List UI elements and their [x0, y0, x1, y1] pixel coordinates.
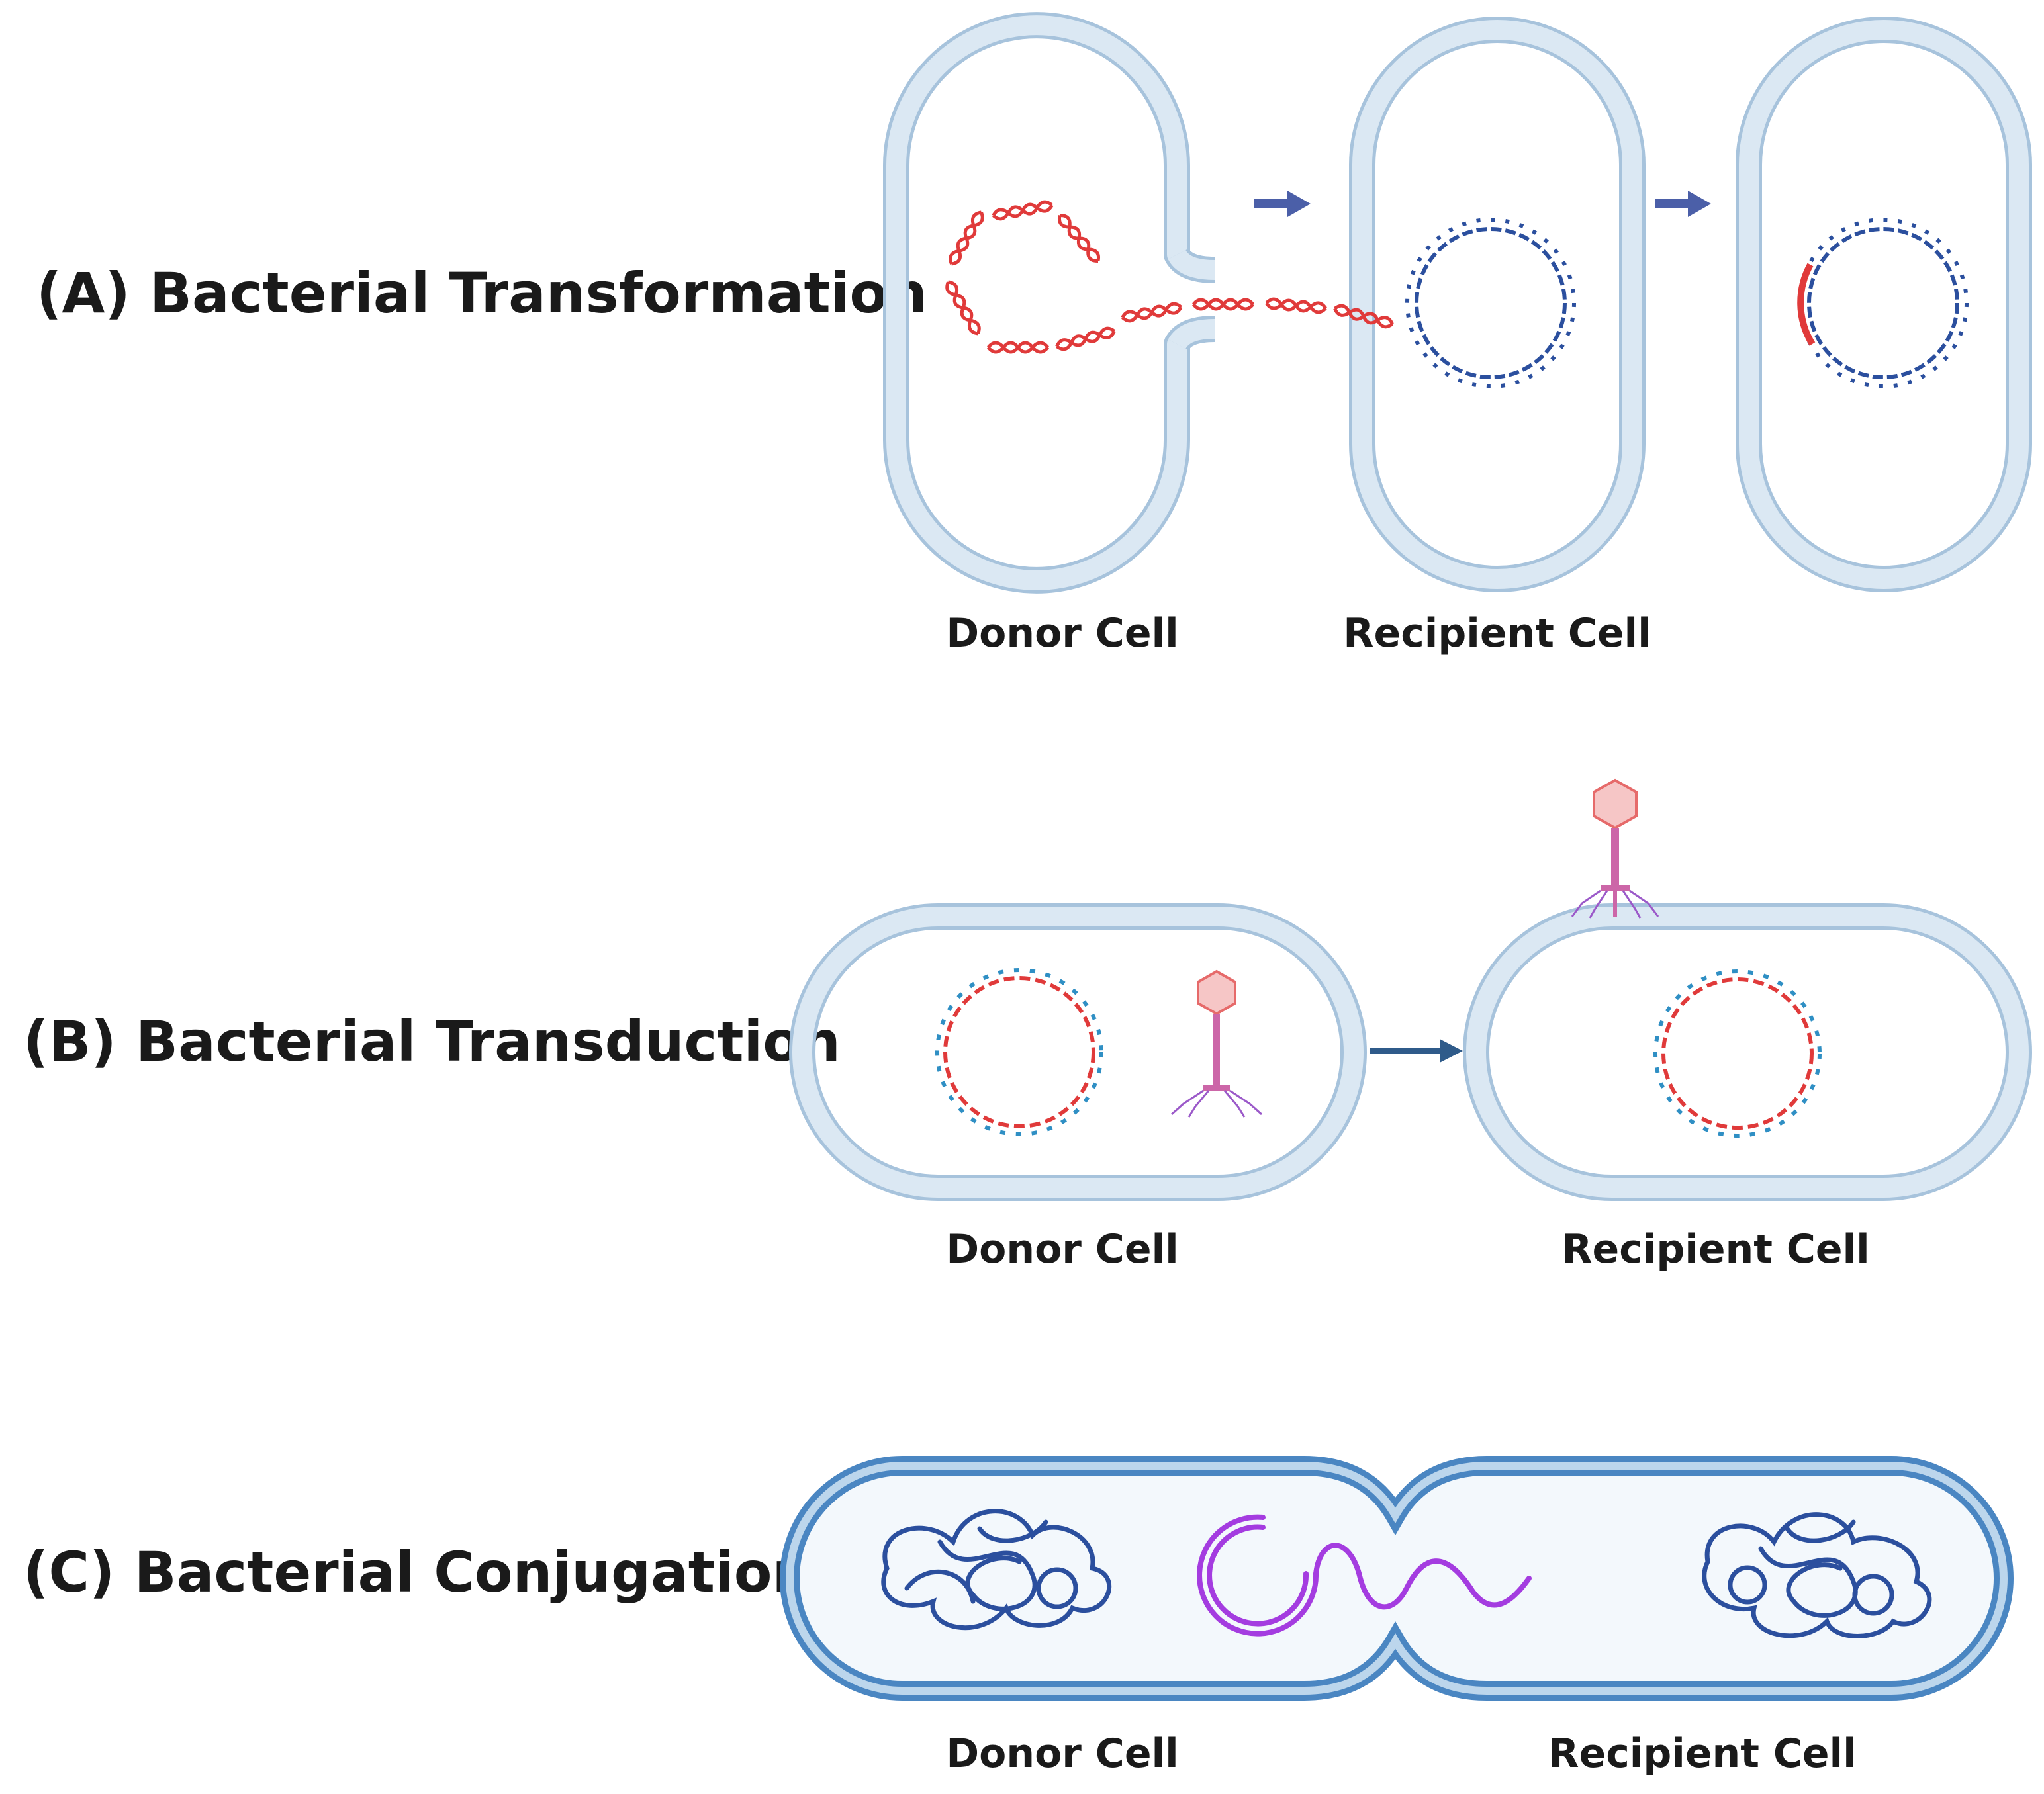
panel-transduction: (B) Bacterial Transduction — [23, 778, 2032, 1273]
donor-plasmid-b — [935, 968, 1103, 1136]
recipient-plasmid-b — [1653, 969, 1822, 1138]
label-recipient-cell-b: Recipient Cell — [1561, 1226, 1869, 1273]
recombined-chromosome — [1797, 218, 1969, 388]
panel-transformation: (A) Bacterial Transformation — [36, 17, 2032, 656]
panel-title-transformation: (A) Bacterial Transformation — [36, 261, 927, 326]
recipient-cell-a — [1349, 17, 1646, 592]
dna-helix-icon — [1333, 304, 1394, 329]
label-donor-cell-c: Donor Cell — [946, 1730, 1178, 1777]
bacteriophage-icon — [1171, 969, 1262, 1118]
dna-helix-icon — [1121, 302, 1183, 323]
dna-helix-icon — [945, 280, 981, 336]
recipient-cell-b — [1463, 903, 2032, 1201]
label-donor-cell-b: Donor Cell — [946, 1226, 1178, 1273]
panel-title-conjugation: (C) Bacterial Conjugation — [23, 1540, 812, 1605]
donor-chromosome-c — [881, 1509, 1112, 1631]
dna-helix-icon — [1058, 214, 1100, 263]
conjugative-plasmid — [1197, 1514, 1532, 1637]
arrow-right-icon — [1370, 1039, 1463, 1063]
transformed-cell-a — [1736, 17, 2032, 592]
donor-dna-fragments — [945, 200, 1394, 354]
dna-helix-icon — [1265, 297, 1327, 314]
arrow-right-icon — [1655, 191, 1711, 217]
panel-conjugation: (C) Bacterial Conjugation Donor — [23, 1456, 2014, 1777]
dna-helix-icon — [1055, 326, 1116, 351]
dna-helix-icon — [949, 210, 984, 266]
donor-cell-b — [789, 903, 1367, 1201]
panel-title-transduction: (B) Bacterial Transduction — [23, 1009, 841, 1074]
arrow-right-icon — [1254, 191, 1311, 217]
recipient-chromosome-a — [1405, 218, 1576, 388]
conjugating-cells — [780, 1456, 2014, 1701]
dna-helix-icon — [1192, 298, 1254, 311]
label-donor-cell-a: Donor Cell — [946, 610, 1178, 656]
dna-helix-icon — [987, 341, 1049, 354]
dna-helix-icon — [992, 200, 1054, 221]
recipient-chromosome-c — [1702, 1512, 1932, 1638]
label-recipient-cell-c: Recipient Cell — [1548, 1730, 1856, 1777]
label-recipient-cell-a: Recipient Cell — [1343, 610, 1651, 656]
bacteriophage-icon — [1571, 778, 1659, 919]
donor-cell-a — [896, 25, 1215, 580]
